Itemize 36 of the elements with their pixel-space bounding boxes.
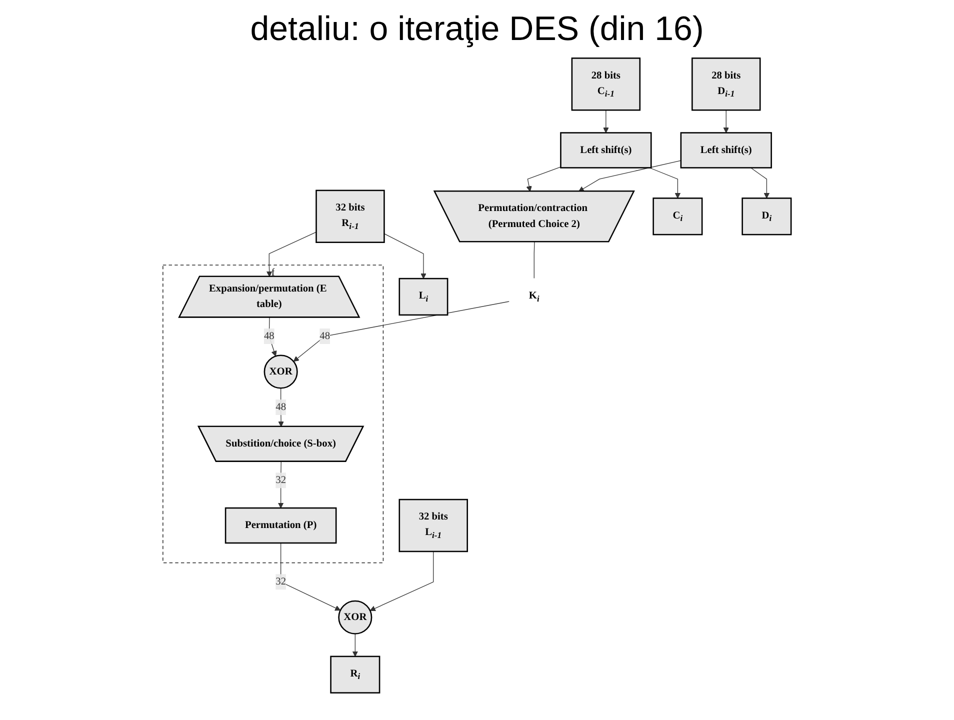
arrow: [603, 110, 609, 134]
node-text: K$_{i}$: [528, 290, 540, 304]
arrow: [266, 232, 317, 277]
arrow: [293, 301, 510, 362]
node-box: R$_{i}$: [330, 656, 380, 694]
arrow: [370, 551, 434, 612]
connector: [534, 242, 535, 279]
arrow: [649, 167, 681, 198]
arrow: [526, 166, 562, 192]
node-circle: XOR: [264, 354, 298, 389]
arrow: [268, 317, 277, 356]
arrow: [352, 633, 358, 657]
edge-label: 48: [276, 401, 286, 412]
edge-label: 32: [276, 576, 286, 588]
arrow: [578, 160, 682, 192]
node-box: L$_{i}$: [398, 278, 448, 316]
arrow: [384, 233, 426, 279]
node-box: D$_{i}$: [742, 198, 792, 236]
edge-label: 32: [276, 474, 286, 486]
node-box: 32 bits R$_{i-1}$: [316, 190, 385, 243]
edge-label: 48: [264, 330, 274, 342]
node-circle: XOR: [338, 600, 372, 634]
node-box: 28 bits C$_{i-1}$: [571, 58, 641, 111]
arrow: [750, 167, 770, 198]
node-box: C$_{i}$: [652, 198, 703, 236]
title: detaliu: o iteraţie DES (din 16): [249, 10, 705, 49]
node-box: 28 bits D$_{i-1}$: [692, 58, 761, 111]
node-box: Left shift(s): [680, 132, 772, 168]
arrow: [280, 542, 341, 611]
node-box: Permutation (P): [224, 507, 337, 544]
node-box: Left shift(s): [560, 132, 652, 168]
arrow: [723, 110, 729, 134]
arrow: [278, 388, 284, 427]
edge-label: 48: [320, 330, 330, 342]
arrow: [278, 461, 284, 508]
node-box: 32 bits L$_{i-1}$: [398, 498, 468, 552]
